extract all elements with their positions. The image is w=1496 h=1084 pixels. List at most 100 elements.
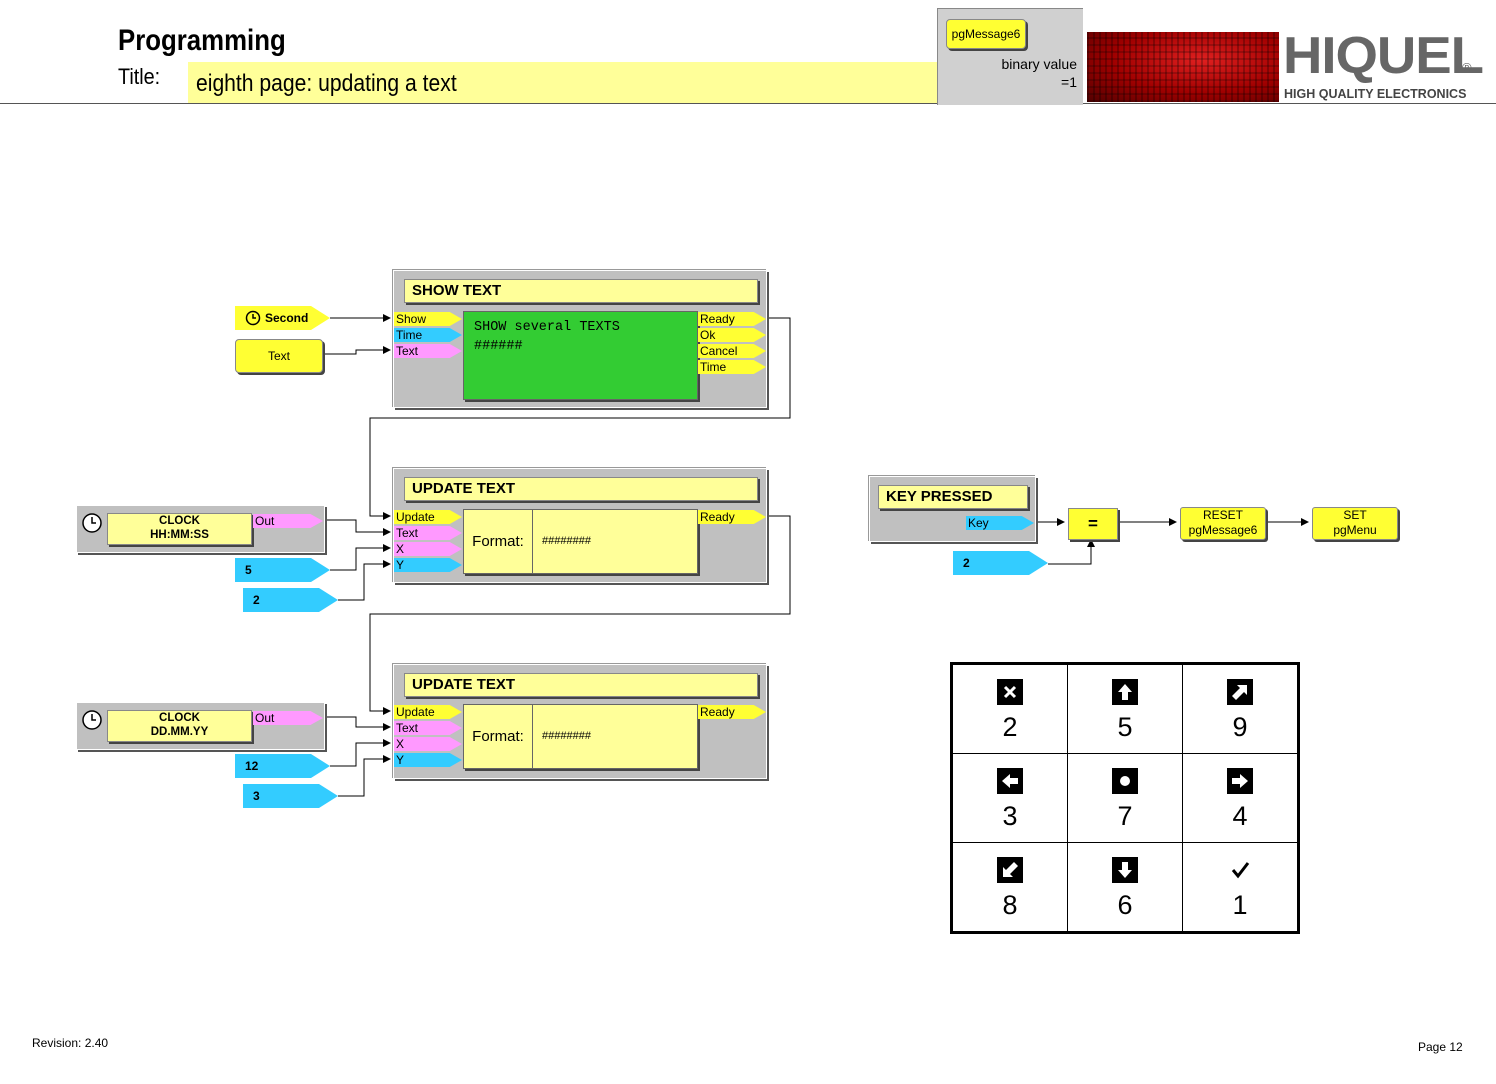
key-cell: 4	[1182, 753, 1299, 843]
pin-time-in[interactable]: Time	[394, 328, 462, 342]
revision-label: Revision: 2.40	[32, 1036, 109, 1050]
arrow-down-left-icon	[997, 857, 1023, 883]
clock-icon	[82, 710, 102, 730]
x-value-1[interactable]: 5	[235, 558, 330, 582]
keypad-table: 2 5 9 3 7 4 8 6	[950, 662, 1300, 934]
key-cell: 8	[951, 842, 1068, 933]
reset-line2: pgMessage6	[1188, 523, 1258, 537]
clock-block-1[interactable]: CLOCK HH:MM:SS Out	[76, 505, 325, 553]
dot-icon	[1112, 768, 1138, 794]
arrow-up-right-icon	[1227, 679, 1253, 705]
key-number: 9	[1232, 712, 1248, 742]
pin-text-1[interactable]: Text	[394, 526, 462, 540]
pin-cancel[interactable]: Cancel	[698, 344, 766, 358]
set-line1: SET	[1343, 508, 1367, 522]
pin-x-2[interactable]: X	[394, 737, 462, 751]
logo-registered: ®	[1462, 60, 1472, 75]
variable-note: pgMessage6 binary value =1	[937, 8, 1083, 105]
update-text-title-2: UPDATE TEXT	[404, 673, 758, 697]
format-value-2: ########	[542, 730, 591, 742]
key-cell: 2	[951, 663, 1068, 754]
header-photo	[1087, 32, 1279, 102]
pin-y-1[interactable]: Y	[394, 558, 462, 572]
note-tag[interactable]: pgMessage6	[946, 19, 1026, 49]
update-text-block-1[interactable]: UPDATE TEXT Update Text X Y Format: ####…	[393, 468, 767, 583]
display-line-2: ######	[474, 339, 523, 354]
clock-label-1: CLOCK HH:MM:SS	[107, 513, 252, 545]
cross-icon	[997, 679, 1023, 705]
key-number: 1	[1232, 890, 1248, 920]
clock-out-2[interactable]: Out	[253, 711, 323, 725]
arrow-up-icon	[1112, 679, 1138, 705]
y-value-2[interactable]: 3	[243, 784, 338, 808]
key-cell: 3	[951, 753, 1068, 843]
key-cell: 5	[1067, 663, 1183, 754]
key-cell: 9	[1182, 663, 1299, 754]
header-divider	[0, 103, 1496, 104]
text-display[interactable]: SHOW several TEXTS ######	[463, 311, 698, 400]
key-number: 3	[1002, 801, 1018, 831]
arrow-left-icon	[997, 768, 1023, 794]
show-text-title: SHOW TEXT	[404, 279, 758, 303]
update-text-block-2[interactable]: UPDATE TEXT Update Text X Y Format: ####…	[393, 664, 767, 779]
clock-out-1[interactable]: Out	[253, 514, 323, 528]
clock-2-line1: CLOCK	[159, 712, 200, 724]
page-heading: Programming	[118, 24, 286, 57]
reset-line1: RESET	[1202, 508, 1243, 522]
key-number: 7	[1117, 801, 1133, 831]
clock-label-2: CLOCK DD.MM.YY	[107, 710, 252, 742]
clock-1-line2: HH:MM:SS	[150, 529, 209, 541]
page-number: Page 12	[1418, 1040, 1463, 1054]
reset-action[interactable]: RESET pgMessage6	[1180, 507, 1266, 540]
key-cell: 6	[1067, 842, 1183, 933]
page-title: eighth page: updating a text	[196, 70, 457, 97]
set-action[interactable]: SET pgMenu	[1312, 507, 1398, 540]
pin-update-2[interactable]: Update	[394, 705, 462, 719]
format-panel-1[interactable]: Format: ########	[463, 509, 698, 574]
clock-block-2[interactable]: CLOCK DD.MM.YY Out	[76, 702, 325, 750]
compare-equal[interactable]: =	[1068, 508, 1118, 540]
key-pressed-block[interactable]: KEY PRESSED Key	[869, 476, 1036, 542]
text-source[interactable]: Text	[235, 339, 323, 373]
y-value-1[interactable]: 2	[243, 588, 338, 612]
format-label-2: Format:	[464, 705, 533, 768]
pin-text[interactable]: Text	[394, 344, 462, 358]
pin-ok[interactable]: Ok	[698, 328, 766, 342]
note-value: binary value =1	[1002, 55, 1078, 91]
key-const-value[interactable]: 2	[953, 551, 1048, 575]
key-number: 8	[1002, 890, 1018, 920]
pin-ready-2[interactable]: Ready	[698, 705, 766, 719]
key-number: 2	[1002, 712, 1018, 742]
timer-icon	[245, 310, 261, 326]
pin-text-2[interactable]: Text	[394, 721, 462, 735]
pin-key[interactable]: Key	[966, 516, 1034, 530]
format-panel-2[interactable]: Format: ########	[463, 704, 698, 769]
pin-y-2[interactable]: Y	[394, 753, 462, 767]
update-text-title-1: UPDATE TEXT	[404, 477, 758, 501]
pin-time-out[interactable]: Time	[698, 360, 766, 374]
show-text-block[interactable]: SHOW TEXT Show Time Text SHOW several TE…	[393, 270, 767, 408]
note-value-line2: =1	[1061, 74, 1077, 90]
key-cell: 1	[1182, 842, 1299, 933]
arrow-right-icon	[1227, 768, 1253, 794]
title-label: Title:	[118, 64, 161, 89]
title-band: eighth page: updating a text	[188, 62, 938, 104]
second-source[interactable]: Second	[235, 306, 330, 330]
pin-show[interactable]: Show	[394, 312, 462, 326]
pin-ready[interactable]: Ready	[698, 312, 766, 326]
pin-update-1[interactable]: Update	[394, 510, 462, 524]
pin-ready-1[interactable]: Ready	[698, 510, 766, 524]
clock-1-line1: CLOCK	[159, 515, 200, 527]
key-pressed-title: KEY PRESSED	[878, 485, 1028, 509]
format-value-1: ########	[542, 535, 591, 547]
key-number: 6	[1117, 890, 1133, 920]
pin-x-1[interactable]: X	[394, 542, 462, 556]
x-value-2[interactable]: 12	[235, 754, 330, 778]
logo-text: HIQUEL	[1283, 27, 1484, 85]
logo-subtitle: HIGH QUALITY ELECTRONICS	[1284, 87, 1467, 101]
arrow-down-icon	[1112, 857, 1138, 883]
check-icon	[1227, 857, 1253, 883]
display-line-1: SHOW several TEXTS	[474, 320, 620, 335]
note-value-line1: binary value	[1001, 56, 1078, 72]
